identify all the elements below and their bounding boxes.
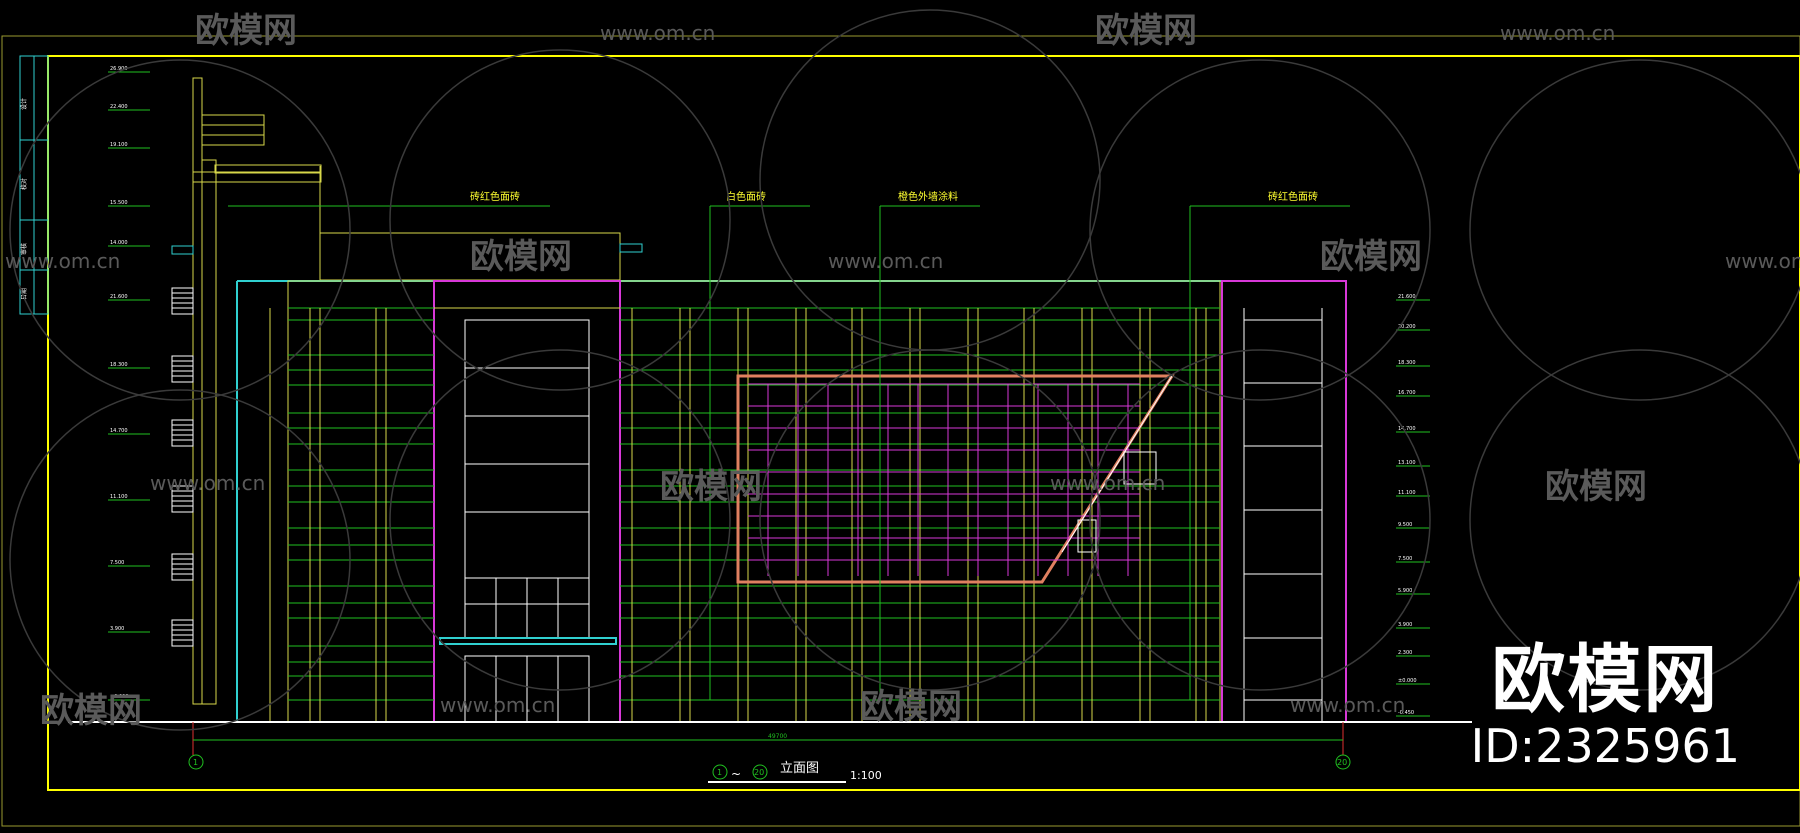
elevation-label-right: 3.900	[1398, 622, 1412, 628]
elevation-label-left: 21.600	[110, 294, 128, 300]
elevation-label-right: 11.100	[1398, 490, 1416, 496]
elevation-label-right: 5.900	[1398, 588, 1412, 594]
elevation-levels-right: 21.600 20.200 18.300 16.700 14.700 13.100 11.1…	[1396, 294, 1430, 717]
watermark-brand: 欧模网	[40, 691, 142, 731]
axis-marker-right-label: 20	[1337, 758, 1347, 767]
watermark-id: ID:2325961	[1470, 719, 1740, 773]
title-block-cell: 校对	[20, 178, 28, 190]
elevation-label-left: 18.300	[110, 362, 128, 368]
material-label: 砖红色面砖	[470, 190, 520, 203]
elevation-label-right: 7.500	[1398, 556, 1412, 562]
elevation-label-right: 9.500	[1398, 522, 1412, 528]
balcony-railings	[171, 287, 194, 647]
elevation-label-right: 21.600	[1398, 294, 1416, 300]
title-block-cell: 日期	[20, 288, 28, 300]
drawing-title-block: 1 ~ 20 立面图 1:100	[708, 761, 882, 783]
watermark-brand: 欧模网	[1095, 11, 1197, 51]
watermark-url: www.om.cn	[1500, 21, 1615, 45]
axis-range-start: 1	[717, 768, 722, 777]
stair-tower	[171, 77, 643, 705]
watermark-brand: 欧模网	[860, 687, 962, 727]
outer-frame	[1, 35, 1800, 827]
total-dimension: 49700	[768, 733, 787, 740]
watermark-big: 欧模网 ID:2325961	[1471, 640, 1740, 772]
elevation-label-left: 22.400	[110, 104, 128, 110]
title-block-cell: 审核	[20, 243, 28, 255]
watermark-url: www.om.cn	[150, 471, 265, 495]
watermark-url: www.om.cn	[1290, 693, 1405, 717]
drawing-title: 立面图	[780, 761, 819, 776]
material-label: 白色面砖	[726, 190, 766, 203]
elevation-label-right: -0.450	[1398, 710, 1414, 716]
axis-range-end: 20	[754, 768, 764, 777]
watermark-url: www.om.cn	[5, 249, 120, 273]
elevation-label-left: ±0.000	[110, 694, 129, 700]
elevation-label-left: 19.100	[110, 142, 128, 148]
elevation-label-right: ±0.000	[1398, 678, 1417, 684]
watermark-brand: 欧模网	[195, 11, 297, 51]
elevation-label-right: 14.700	[1398, 426, 1416, 432]
axis-marker-right	[1335, 754, 1351, 770]
watermark-brand: 欧模网	[1320, 237, 1422, 277]
drawing-scale: 1:100	[850, 769, 882, 782]
axis-marker-left	[188, 754, 204, 770]
elevation-label-left: 11.100	[110, 494, 128, 500]
elevation-label-right: 20.200	[1398, 324, 1416, 330]
watermark-brand: 欧模网	[660, 467, 762, 507]
watermark-brand: 欧模网	[470, 237, 572, 277]
facade-grid	[288, 307, 1323, 722]
watermark-url: www.om.cn	[1725, 249, 1800, 273]
title-block-cell: 设计	[20, 98, 28, 110]
elevation-label-left: 14.000	[110, 240, 128, 246]
elevation-label-left: 15.500	[110, 200, 128, 206]
elevation-label-left: 14.700	[110, 428, 128, 434]
watermark-brand: 欧模网	[1545, 467, 1647, 507]
axis-marker-left-label: 1	[193, 758, 198, 767]
title-block: 设计 校对 审核 日期	[19, 55, 49, 315]
material-label: 橙色外墙涂料	[898, 190, 958, 203]
svg-text:~: ~	[731, 767, 741, 781]
elevation-label-right: 2.300	[1398, 650, 1412, 656]
elevation-label-left: 3.900	[110, 626, 124, 632]
watermark-url: www.om.cn	[828, 249, 943, 273]
watermark-url: www.om.cn	[1050, 471, 1165, 495]
watermark-brand-big: 欧模网	[1491, 637, 1720, 723]
elevation-label-left: 26.900	[110, 66, 128, 72]
elevation-label-right: 18.300	[1398, 360, 1416, 366]
watermark-circles	[9, 9, 1800, 731]
elevation-label-right: 13.100	[1398, 460, 1416, 466]
material-label: 砖红色面砖	[1268, 190, 1318, 203]
watermark-url: www.om.cn	[440, 693, 555, 717]
material-labels: 砖红色面砖 白色面砖 橙色外墙涂料 砖红色面砖	[228, 190, 1350, 700]
elevation-label-right: 16.700	[1398, 390, 1416, 396]
inner-frame	[47, 55, 1800, 791]
curtain-wall-feature	[736, 374, 1175, 584]
watermark-url: www.om.cn	[600, 21, 715, 45]
elevation-levels-left: 26.900 22.400 19.100 15.500 14.000 21.600 18.3…	[108, 66, 150, 701]
elevation-label-left: 7.500	[110, 560, 124, 566]
